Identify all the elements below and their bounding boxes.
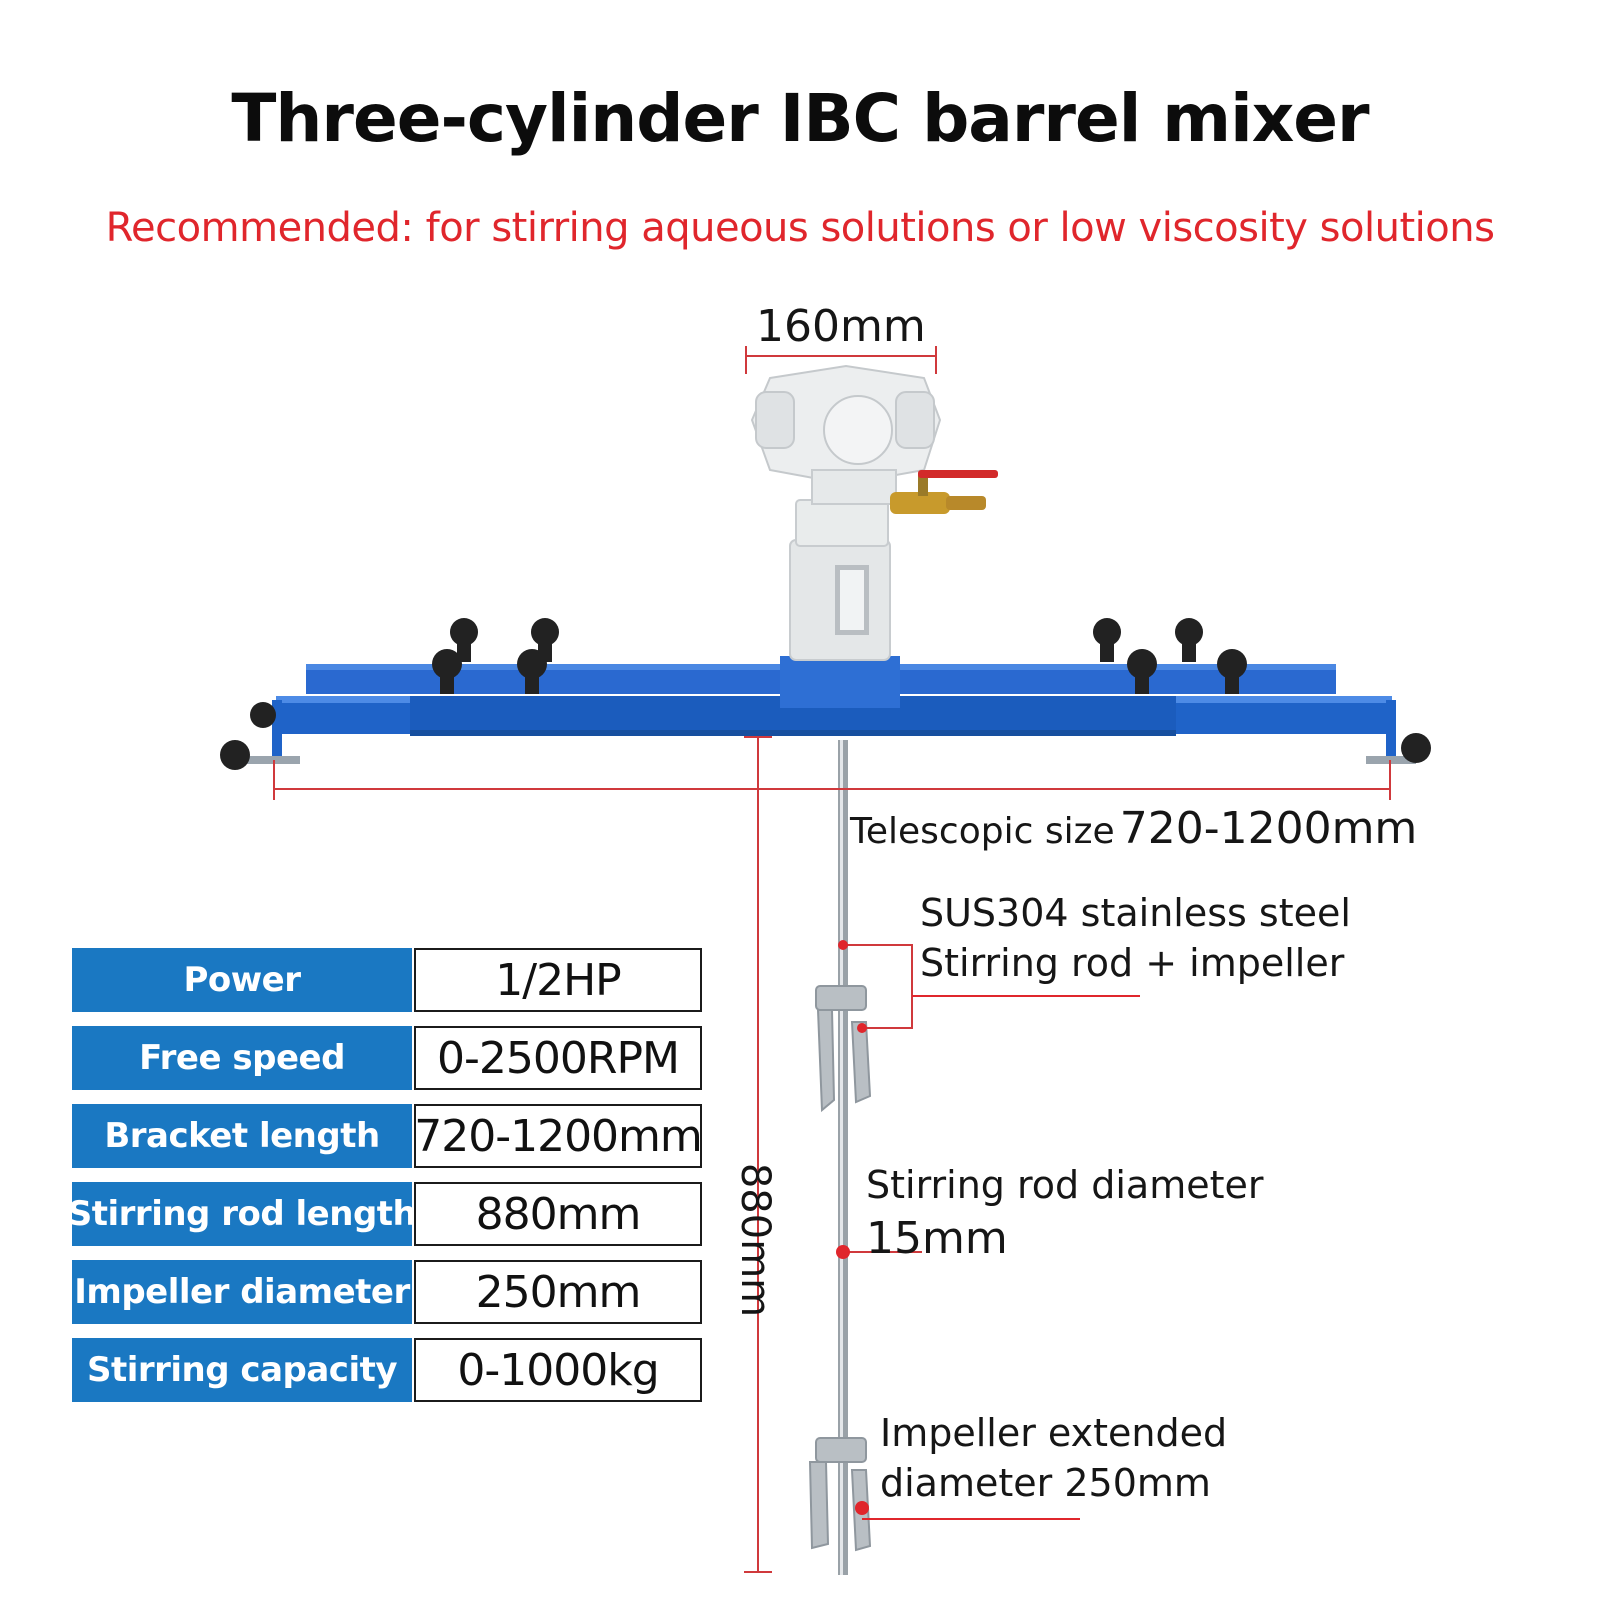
telescopic-size-value: 720-1200mm	[1119, 803, 1418, 854]
head-width-dimension	[745, 346, 937, 374]
head-width-label: 160mm	[756, 301, 926, 352]
rod-diameter-line2: 15mm	[866, 1213, 1008, 1265]
spec-value: 720-1200mm	[414, 1104, 703, 1168]
spec-row: Stirring capacity 0-1000kg	[72, 1338, 712, 1402]
spec-label: Stirring capacity	[72, 1338, 412, 1402]
spec-value: 0-1000kg	[414, 1338, 702, 1402]
spec-row: Bracket length 720-1200mm	[72, 1104, 712, 1168]
telescopic-dimension	[273, 760, 1391, 800]
spec-row: Stirring rod length 880mm	[68, 1182, 712, 1246]
impeller-line1: Impeller extended	[880, 1411, 1228, 1455]
rod-length-label: 880mm	[732, 1162, 778, 1318]
air-motor	[750, 364, 998, 661]
telescopic-bracket	[240, 656, 1416, 764]
impeller-underline	[862, 1518, 1080, 1520]
spec-label: Impeller diameter	[72, 1260, 412, 1324]
spec-value: 0-2500RPM	[414, 1026, 702, 1090]
callout-dots	[836, 940, 869, 1515]
page-subtitle: Recommended: for stirring aqueous soluti…	[105, 205, 1495, 251]
rod-diameter-callout: Stirring rod diameter 15mm	[866, 1160, 1264, 1268]
rod-material-line2: Stirring rod + impeller	[920, 941, 1345, 986]
rod-length-dimension	[744, 736, 772, 1573]
spec-label: Stirring rod length	[68, 1182, 417, 1246]
impeller-line2: diameter 250mm	[880, 1461, 1211, 1506]
spec-value: 1/2HP	[414, 948, 702, 1012]
spec-value: 880mm	[414, 1182, 702, 1246]
rod-material-line1: SUS304 stainless steel	[920, 891, 1351, 935]
impeller-callout: Impeller extended diameter 250mm	[880, 1408, 1227, 1508]
telescopic-size-label: Telescopic size	[850, 811, 1115, 852]
spec-row: Power 1/2HP	[72, 948, 712, 1012]
clamp-knobs	[220, 618, 1431, 770]
spec-row: Impeller diameter 250mm	[72, 1260, 712, 1324]
upper-impeller	[815, 985, 872, 1113]
rod-material-callout: SUS304 stainless steel Stirring rod + im…	[920, 888, 1351, 988]
spec-row: Free speed 0-2500RPM	[72, 1026, 712, 1090]
page-title: Three-cylinder IBC barrel mixer	[231, 80, 1369, 157]
rod-material-underline	[912, 995, 1140, 997]
rod-diameter-line1: Stirring rod diameter	[866, 1163, 1264, 1207]
spec-label: Bracket length	[72, 1104, 412, 1168]
stirring-rod	[838, 740, 848, 1575]
callout-leaders	[843, 944, 922, 1253]
spec-value: 250mm	[414, 1260, 702, 1324]
spec-label: Power	[72, 948, 412, 1012]
telescopic-size-label-group: Telescopic size 720-1200mm	[850, 800, 1417, 858]
spec-label: Free speed	[72, 1026, 412, 1090]
